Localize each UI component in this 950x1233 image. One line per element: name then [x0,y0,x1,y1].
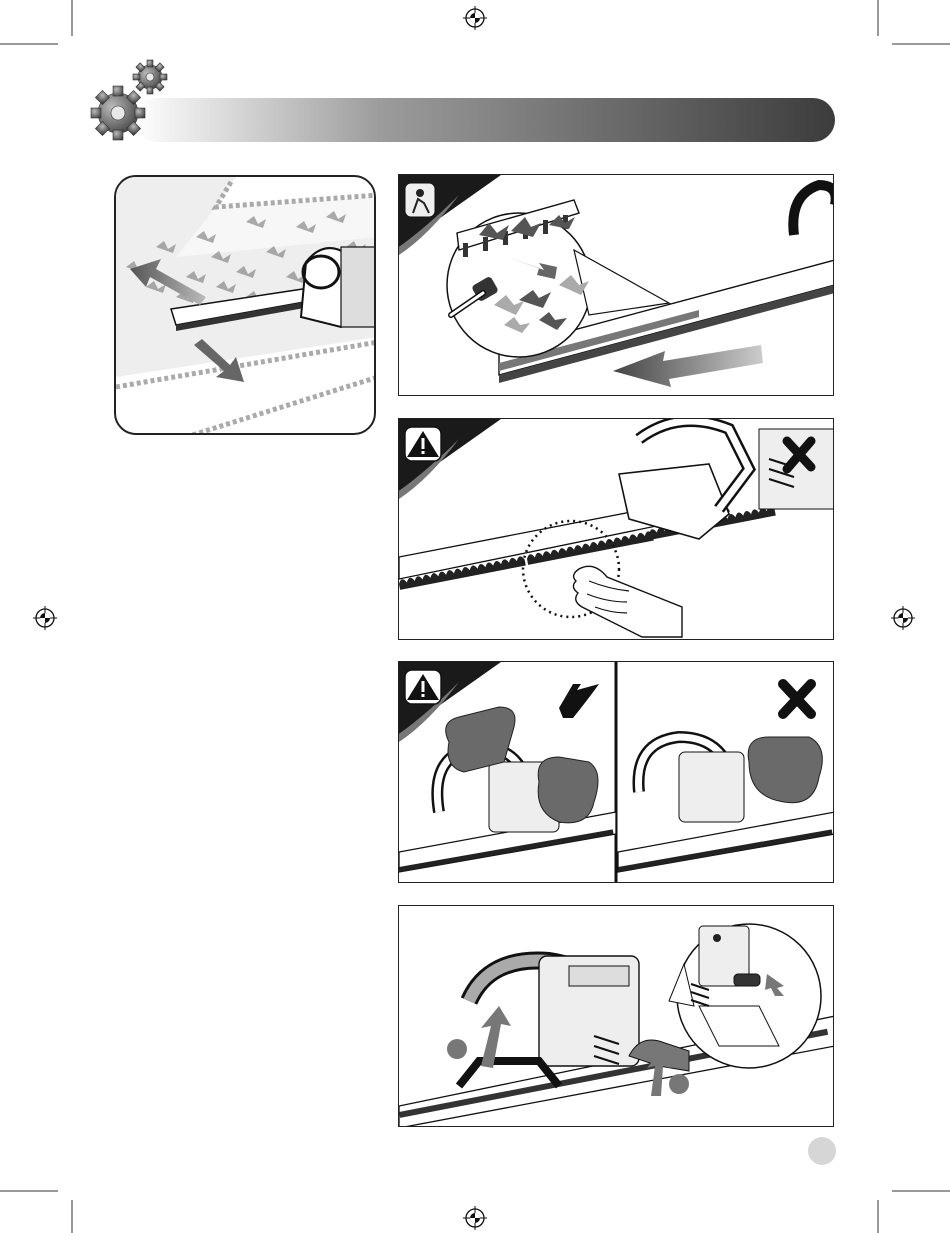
warning-icon [405,427,441,461]
page-number-badge [808,1137,836,1165]
fig-cleaning [398,174,834,396]
arrow-icon [613,345,763,387]
check-icon [559,684,599,718]
section-header-bar [80,55,880,145]
registration-mark-bottom [463,1206,487,1230]
warning-icon [405,670,441,704]
fig-hedge-cut [114,175,376,435]
cross-icon [783,684,811,714]
fig-correct-grip [399,662,616,872]
fig-wrong-grip [618,684,834,872]
registration-mark-top [463,6,487,30]
fig-blade-warning [398,418,834,640]
grip-panel [398,661,834,883]
registration-mark-left [33,606,57,630]
fig-handle-rotate [398,905,834,1127]
gears-icon [88,55,178,145]
registration-mark-right [891,606,915,630]
